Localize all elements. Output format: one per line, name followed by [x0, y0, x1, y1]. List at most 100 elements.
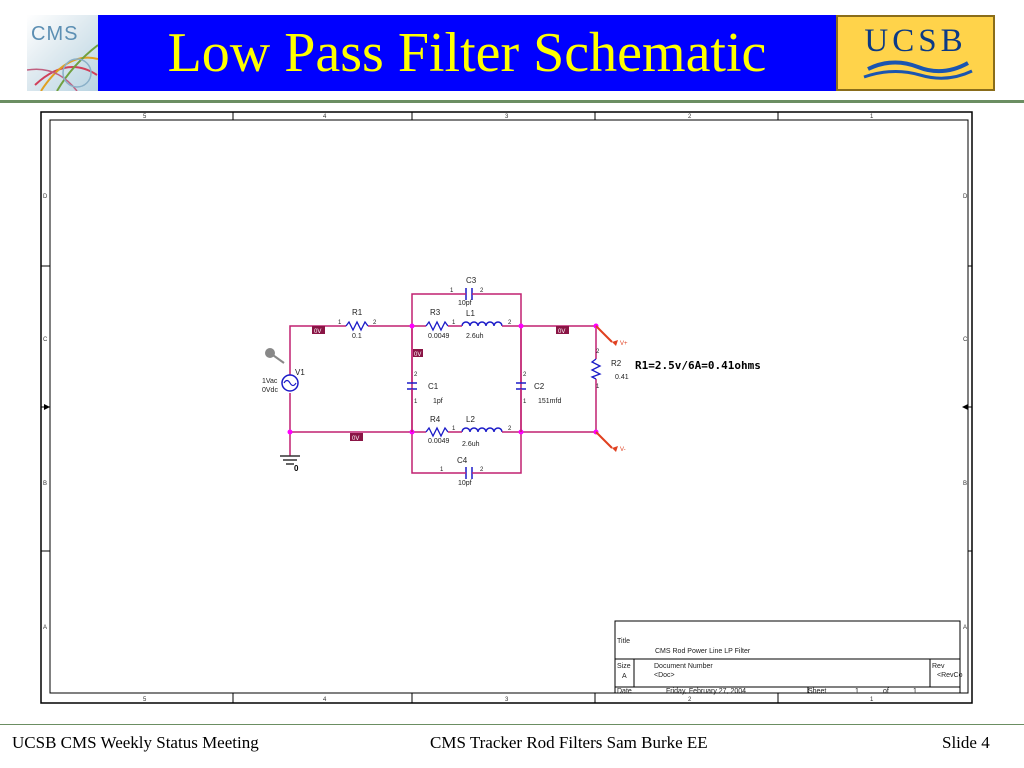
sheet-outer-border: [40, 111, 973, 704]
col-label-3-top: 3: [505, 114, 509, 120]
c3-pin1: 1: [450, 288, 454, 294]
cms-logo-text: CMS: [31, 23, 79, 45]
c1-value: 1pf: [433, 398, 443, 405]
l2-ref: L2: [466, 415, 475, 424]
tb-rev-label: Rev: [932, 663, 945, 670]
r2-pin1: 1: [596, 384, 600, 390]
c4-pin2: 2: [480, 467, 484, 473]
ground-icon: [280, 455, 300, 465]
slide-number: Slide 4: [942, 733, 990, 752]
c2-pin1: 1: [523, 399, 527, 405]
schematic-diagram: 5 4 3 2 1 5 4 3 2 1 D C B A D C B A: [40, 111, 973, 704]
tb-of-value: 1: [913, 688, 917, 695]
tb-of-label: of: [883, 688, 889, 695]
source-probe-icon: [265, 348, 275, 358]
c3-pin2: 2: [480, 288, 484, 294]
c2-pin2: 2: [523, 372, 527, 378]
footer-divider: [0, 724, 1024, 725]
resistor-r1: [345, 320, 369, 332]
annotation-text: R1=2.5v/6A=0.41ohms: [635, 359, 761, 372]
row-label-d-right: D: [963, 194, 968, 200]
r4-value: 0.0049: [428, 438, 450, 445]
tb-rev-value: <RevCo: [937, 672, 963, 679]
r1-ref: R1: [352, 308, 363, 317]
probe-plus-lead: [595, 325, 613, 343]
row-label-b-right: B: [963, 481, 967, 487]
marker-r1-text: 0V: [314, 329, 321, 335]
tb-date-label: Date: [617, 688, 632, 695]
slide-title: Low Pass Filter Schematic: [167, 22, 767, 84]
tb-doc-value: <Doc>: [654, 672, 675, 679]
col-label-5-bottom: 5: [143, 697, 147, 703]
ground-label: 0: [294, 464, 299, 473]
row-label-c-right: C: [963, 337, 968, 343]
col-label-2-top: 2: [688, 114, 692, 120]
r1-value: 0.1: [352, 333, 362, 340]
cms-logo: CMS: [27, 15, 98, 91]
v1-dc: 0Vdc: [262, 387, 278, 394]
title-block: [614, 620, 961, 694]
left-center-arrow: [44, 404, 50, 410]
l2-pin2: 2: [508, 426, 512, 432]
c1-pin2: 2: [414, 372, 418, 378]
col-label-4-top: 4: [323, 114, 327, 120]
c1-pin1: 1: [414, 399, 418, 405]
tb-title-value: CMS Rod Power Line LP Filter: [655, 648, 751, 655]
cms-logo-graphic: [27, 44, 98, 91]
col-label-4-bottom: 4: [323, 697, 327, 703]
tb-sheet-value: 1: [855, 688, 859, 695]
footer-topic: CMS Tracker Rod Filters Sam Burke EE: [430, 733, 708, 752]
row-label-a-right: A: [963, 625, 967, 631]
resistor-r4: [425, 426, 449, 438]
v1-ref: V1: [295, 368, 305, 377]
tb-doc-label: Document Number: [654, 663, 713, 670]
r4-ref: R4: [430, 415, 441, 424]
c4-ref: C4: [457, 456, 468, 465]
r2-pin2: 2: [596, 349, 600, 355]
probe-plus-icon: [612, 340, 618, 346]
l1-pin2: 2: [508, 320, 512, 326]
marker-out-text: 0V: [558, 329, 565, 335]
col-label-1-bottom: 1: [870, 697, 874, 703]
l2-value: 2.6uh: [462, 441, 480, 448]
probe-minus-lead: [595, 431, 613, 449]
row-label-a-left: A: [43, 625, 47, 631]
row-label-b-left: B: [43, 481, 47, 487]
inductor-l2: [461, 427, 503, 433]
tb-size-value: A: [622, 673, 627, 680]
ucsb-logo-text: UCSB: [864, 23, 967, 59]
l2-pin1: 1: [452, 426, 456, 432]
header-bar: [98, 15, 836, 91]
c4-value: 10pf: [458, 480, 472, 487]
l1-value: 2.6uh: [466, 333, 484, 340]
inductor-l1: [461, 321, 503, 327]
r2-value: 0.41: [615, 374, 629, 381]
col-label-3-bottom: 3: [505, 697, 509, 703]
probe-minus-icon: [612, 446, 618, 452]
v1-ac: 1Vac: [262, 378, 278, 385]
r3-value: 0.0049: [428, 333, 450, 340]
tb-title-label: Title: [617, 638, 630, 645]
ucsb-logo: UCSB: [836, 15, 995, 91]
marker-c1-text: 0V: [414, 352, 421, 358]
tb-sheet-label: Sheet: [808, 688, 826, 695]
resistor-r3: [425, 320, 449, 332]
tb-size-label: Size: [617, 663, 631, 670]
col-label-5-top: 5: [143, 114, 147, 120]
ucsb-wave-graphic: [863, 60, 973, 80]
c3-value: 10pf: [458, 300, 472, 307]
right-center-arrow: [962, 404, 968, 410]
row-label-c-left: C: [43, 337, 48, 343]
border-ticks: [41, 112, 972, 703]
col-label-1-top: 1: [870, 114, 874, 120]
marker-bottom-text: 0V: [352, 436, 359, 442]
r3-ref: R3: [430, 308, 441, 317]
resistor-r2: [590, 358, 602, 380]
row-label-d-left: D: [43, 194, 48, 200]
c3-ref: C3: [466, 276, 477, 285]
footer-meeting: UCSB CMS Weekly Status Meeting: [12, 733, 259, 752]
voltage-markers: [312, 326, 569, 441]
c2-ref: C2: [534, 382, 545, 391]
r1-pin2: 2: [373, 320, 377, 326]
cap-leads: [411, 326, 522, 383]
